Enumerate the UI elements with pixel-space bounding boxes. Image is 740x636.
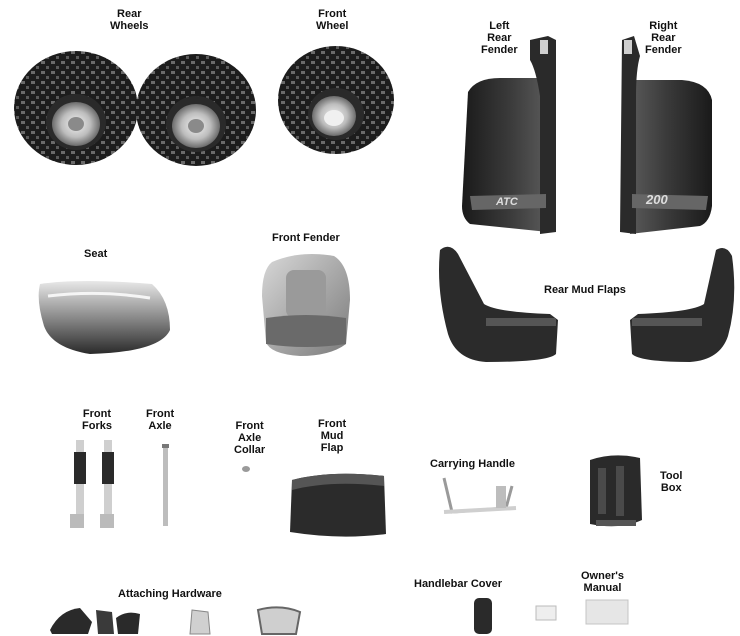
front-mud-flap	[290, 473, 386, 537]
rear-wheel-right	[136, 54, 256, 166]
label-front-fender: Front Fender	[272, 232, 340, 244]
label-seat: Seat	[84, 248, 108, 260]
label-attaching-hardware: Attaching Hardware	[118, 588, 222, 600]
left-rear-fender	[462, 36, 556, 234]
fender-badge-atc: ATC	[496, 196, 518, 208]
front-fender	[262, 254, 350, 356]
attaching-hardware	[50, 606, 302, 635]
front-axle	[162, 444, 169, 526]
rear-mud-flap-right	[630, 248, 735, 362]
front-forks	[70, 440, 114, 528]
carrying-handle	[442, 477, 517, 514]
label-handlebar-cover: Handlebar Cover	[414, 578, 503, 590]
handlebar-cover	[474, 598, 492, 634]
seat	[38, 281, 170, 354]
front-wheel	[278, 46, 394, 154]
tool-box	[590, 455, 642, 527]
front-axle-collar	[242, 466, 250, 472]
rear-wheel-left	[14, 51, 138, 165]
owners-manual	[535, 599, 629, 625]
rear-mud-flap-left	[439, 246, 558, 362]
label-rear-mud-flaps: Rear Mud Flaps	[544, 284, 626, 296]
right-rear-fender	[620, 36, 712, 234]
label-carrying-handle: Carrying Handle	[430, 458, 515, 470]
fender-badge-200: 200	[646, 192, 668, 207]
